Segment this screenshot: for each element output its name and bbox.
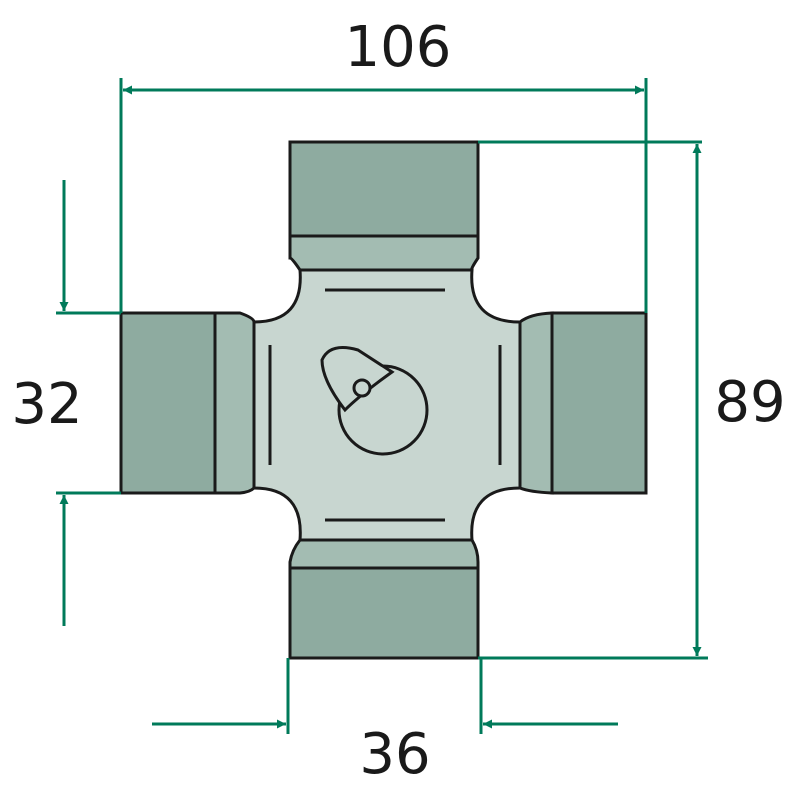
dimension-label-89: 89 bbox=[714, 370, 785, 435]
dimension-overall-height: 89 bbox=[478, 140, 786, 660]
grease-nipple bbox=[320, 346, 429, 456]
dimension-label-32: 32 bbox=[11, 372, 82, 437]
dimension-label-106: 106 bbox=[345, 15, 452, 80]
dimension-cap-left: 32 bbox=[11, 180, 121, 626]
dimension-cap-bottom: 36 bbox=[152, 658, 618, 787]
dimension-overall-width: 106 bbox=[119, 15, 648, 313]
cross-body bbox=[252, 268, 522, 542]
cap-top bbox=[288, 140, 480, 272]
cap-left bbox=[119, 311, 256, 495]
dimension-label-36: 36 bbox=[359, 722, 430, 787]
cap-right bbox=[518, 311, 648, 495]
cap-bottom bbox=[288, 538, 480, 660]
